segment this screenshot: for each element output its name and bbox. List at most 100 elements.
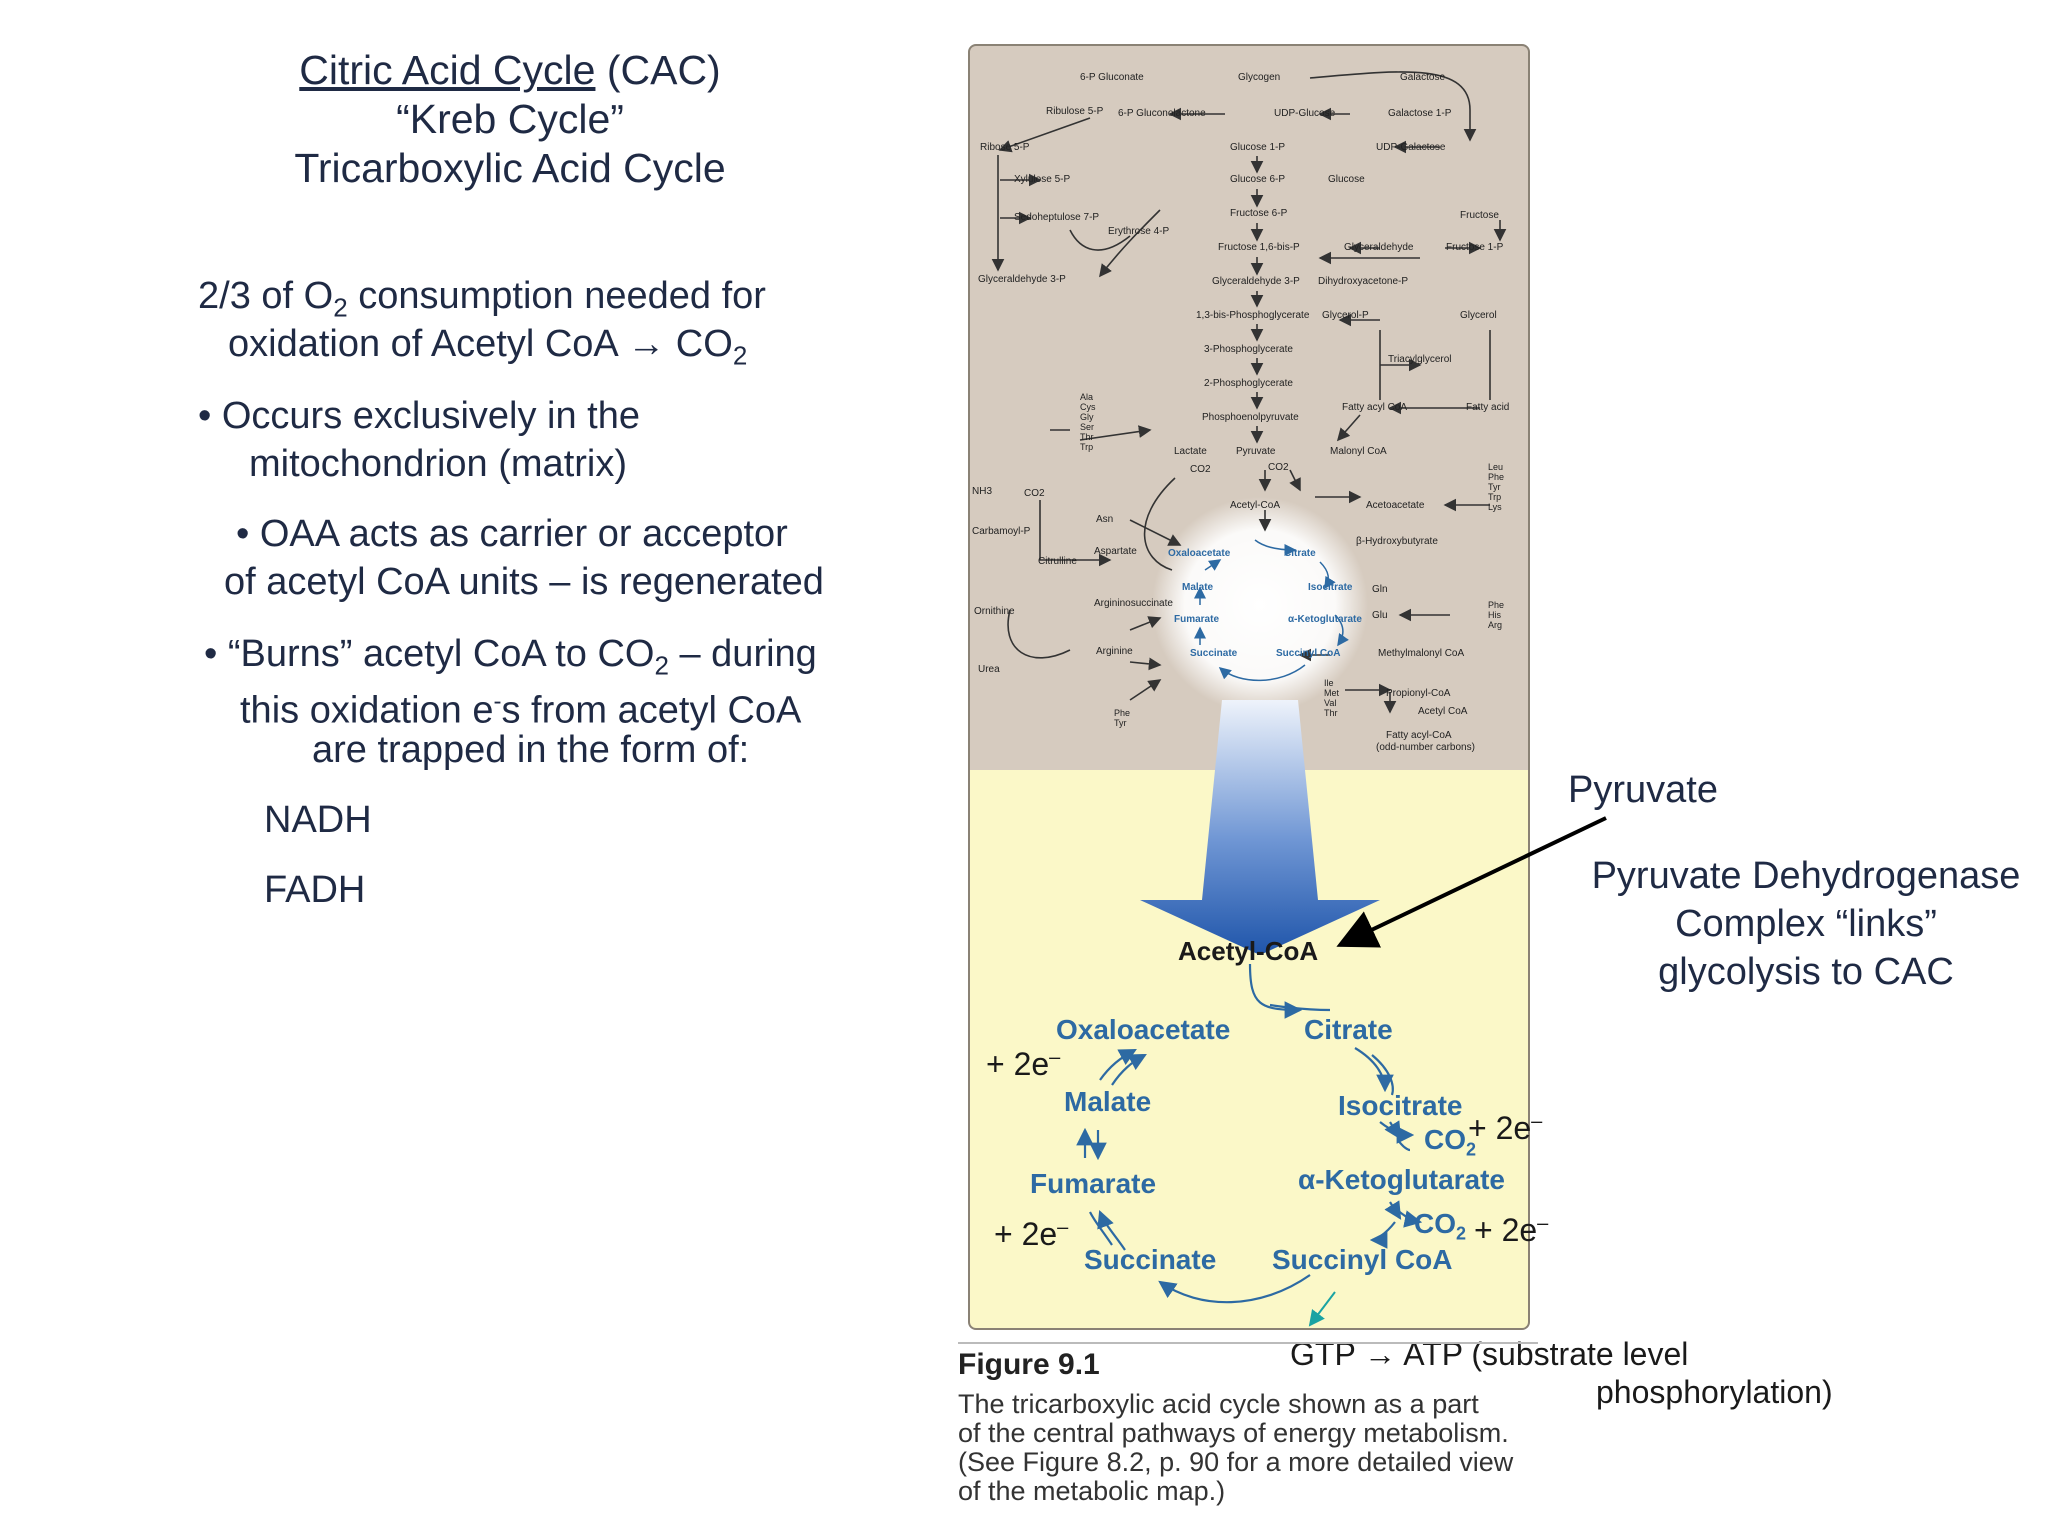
map-label: Glucose: [1328, 174, 1365, 185]
fumarate-label: Fumarate: [1030, 1168, 1157, 1199]
map-label: 2-Phosphoglycerate: [1204, 378, 1293, 389]
title-underlined: Citric Acid Cycle: [299, 47, 596, 93]
map-label: Glycogen: [1238, 72, 1281, 83]
electrons-akg: + 2e–: [1474, 1212, 1548, 1249]
map-label: CO2: [1268, 462, 1289, 473]
intro-a1-sub: 2: [333, 292, 348, 323]
amino-acid-group: Ala Cys Gly Ser Thr Trp: [1080, 392, 1096, 452]
map-label: UDP-Glucose: [1274, 108, 1336, 119]
map-label: Galactose 1-P: [1388, 108, 1452, 119]
arrow-right-icon: →: [627, 323, 666, 365]
amino-acid-group: Phe His Arg: [1488, 600, 1505, 630]
map-label: Ribose 5-P: [980, 142, 1030, 153]
map-label: 6-P Gluconolactone: [1118, 108, 1206, 119]
acetyl-coa-label: Acetyl-CoA: [1178, 936, 1319, 966]
bullet-3-sub: 2: [654, 650, 669, 681]
e-text: + 2e: [1468, 1110, 1532, 1146]
map-label: Xylulose 5-P: [1014, 174, 1071, 185]
map-label: Acetyl CoA: [1418, 706, 1468, 717]
map-label: Fructose 1-P: [1446, 242, 1504, 253]
figure-caption: The tricarboxylic acid cycle shown as a …: [958, 1390, 1558, 1506]
map-label: Acetyl-CoA: [1230, 500, 1281, 511]
alpha-ketoglutarate-label: α-Ketoglutarate: [1298, 1164, 1506, 1195]
caption-line-3: (See Figure 8.2, p. 90 for a more detail…: [958, 1447, 1514, 1477]
intro-b2-sub: 2: [732, 340, 748, 371]
intro-a2: consumption needed for: [347, 275, 766, 317]
co2-sub: 2: [1456, 1223, 1467, 1244]
metabolic-map-labels: 6-P Gluconate Glycogen Galactose Ribulos…: [968, 44, 1530, 772]
map-label: Triacylglycerol: [1388, 354, 1452, 365]
intro-line-1: 2/3 of O2 consumption needed for: [198, 272, 766, 332]
e-text: + 2e: [994, 1216, 1058, 1252]
map-cycle-label: Malate: [1182, 582, 1214, 593]
succinate-label: Succinate: [1084, 1244, 1217, 1275]
map-cycle-label: Citrate: [1284, 548, 1316, 559]
bullet-3-a: • “Burns” acetyl CoA to CO: [204, 633, 655, 675]
map-label: 6-P Gluconate: [1080, 72, 1144, 83]
bullet-3-line2-sup: -: [493, 688, 502, 715]
bullet-1-line-1: • Occurs exclusively in the: [198, 395, 641, 437]
caption-line-4: of the metabolic map.): [958, 1476, 1226, 1506]
map-label: CO2: [1024, 488, 1045, 499]
succinyl-coa-label: Succinyl CoA: [1272, 1244, 1453, 1275]
intro-b2: CO: [665, 323, 733, 365]
pyruvate-annotation: Pyruvate: [1568, 769, 1718, 811]
pdh-arrow: [1336, 816, 1607, 948]
map-label: CO2: [1190, 464, 1211, 475]
e-text: + 2e: [986, 1046, 1050, 1082]
electrons-oaa: + 2e–: [986, 1046, 1060, 1083]
citrate-label: Citrate: [1304, 1014, 1393, 1045]
big-down-arrow: [1140, 700, 1380, 955]
map-label: Glyceraldehyde 3-P: [1212, 276, 1300, 287]
map-label: Methylmalonyl CoA: [1378, 648, 1465, 659]
bullet-3-line-1: • “Burns” acetyl CoA to CO2 – during: [204, 630, 817, 690]
amino-acid-group: Phe Tyr: [1114, 708, 1131, 728]
map-label: UDP-Galactose: [1376, 142, 1446, 153]
map-label: Malonyl CoA: [1330, 446, 1387, 457]
map-label: Fructose: [1460, 210, 1499, 221]
electrons-isocitrate: + 2e–: [1468, 1110, 1542, 1147]
intro-b1: oxidation of Acetyl CoA: [228, 323, 628, 365]
bullet-1-line-2: mitochondrion (matrix): [249, 443, 627, 485]
map-cycle-label: α-Ketoglutarate: [1288, 614, 1362, 625]
map-label: Gln: [1372, 584, 1388, 595]
map-label: 1,3-bis-Phosphoglycerate: [1196, 310, 1310, 321]
gtp-annotation-line-2: phosphorylation): [1596, 1374, 1833, 1410]
bullet-3-line2-a: this oxidation e: [240, 689, 494, 732]
map-label: Fructose 1,6-bis-P: [1218, 242, 1300, 253]
pdh-line-3: glycolysis to CAC: [1658, 951, 1954, 993]
figure-label: Figure 9.1: [958, 1348, 1100, 1381]
bullet-3-line-3: are trapped in the form of:: [312, 729, 750, 771]
map-label: Acetoacetate: [1366, 500, 1425, 511]
oxaloacetate-label: Oxaloacetate: [1056, 1014, 1231, 1045]
map-label: Erythrose 4-P: [1108, 226, 1170, 237]
cycle-glow: [1152, 497, 1368, 713]
e-text: + 2e: [1474, 1212, 1538, 1248]
map-label: Glyceraldehyde: [1344, 242, 1414, 253]
caption-line-2: of the central pathways of energy metabo…: [958, 1418, 1509, 1448]
bullet-3-b: – during: [668, 633, 817, 675]
map-cycle-label: Isocitrate: [1308, 582, 1353, 593]
co2-sub: 2: [1466, 1139, 1477, 1160]
fadh-label: FADH: [264, 869, 366, 911]
map-lines: [991, 71, 1507, 714]
pdh-annotation: Pyruvate Dehydrogenase Complex “links” g…: [1566, 852, 2046, 996]
map-label: Fatty acyl-CoA: [1386, 730, 1452, 741]
map-label: Fatty acid: [1466, 402, 1510, 413]
map-label: Arginine: [1096, 646, 1133, 657]
bullet-2-line-1: • OAA acts as carrier or acceptor: [236, 513, 788, 555]
map-label: Aspartate: [1094, 546, 1137, 557]
bullet-2-line-2: of acetyl CoA units – is regenerated: [224, 561, 824, 603]
map-label: Pyruvate: [1236, 446, 1276, 457]
map-label: Propionyl-CoA: [1386, 688, 1451, 699]
map-label: (odd-number carbons): [1376, 742, 1475, 753]
title-line-2: “Kreb Cycle”: [396, 96, 624, 142]
co2-text: CO: [1424, 1124, 1466, 1155]
map-label: Dihydroxyacetone-P: [1318, 276, 1409, 287]
map-label: Urea: [978, 664, 1000, 675]
gtp-arrow: [1308, 1291, 1336, 1327]
electrons-succinate: + 2e–: [994, 1216, 1068, 1253]
map-label: Asn: [1096, 514, 1114, 525]
title-line1-rest: (CAC): [595, 47, 721, 93]
map-label: 3-Phosphoglycerate: [1204, 344, 1293, 355]
